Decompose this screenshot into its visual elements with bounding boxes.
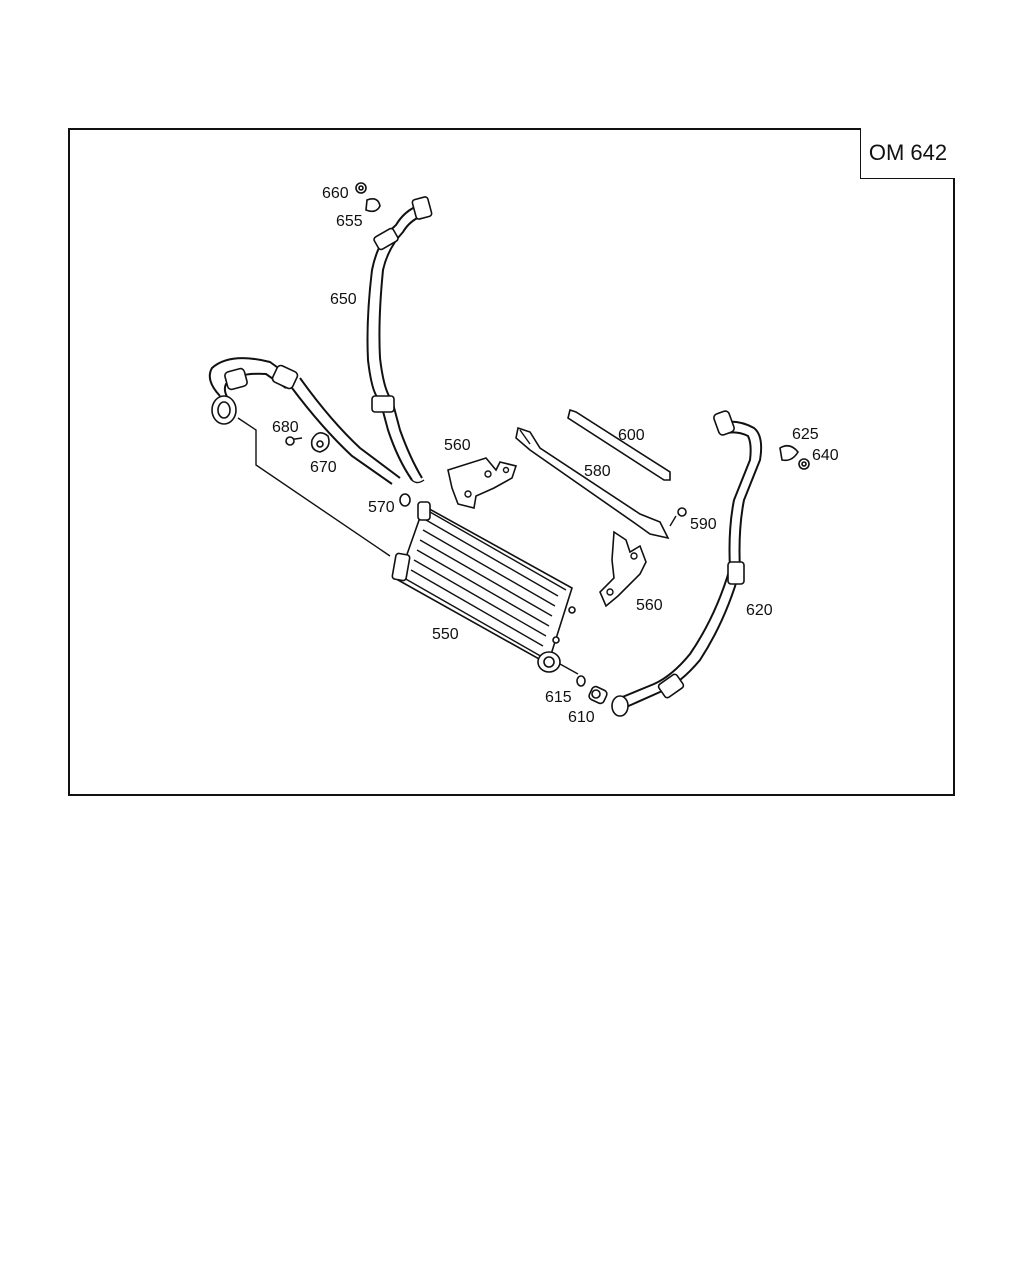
clamp-655 — [365, 198, 381, 213]
clamp-625 — [779, 444, 799, 462]
label-640: 640 — [812, 447, 839, 464]
label-560-upper: 560 — [444, 437, 471, 454]
label-570: 570 — [368, 499, 395, 516]
hose-left-elbow — [208, 357, 401, 485]
model-code-box: OM 642 — [860, 128, 955, 179]
label-660: 660 — [322, 185, 349, 202]
intercooler-550 — [391, 501, 576, 673]
leader-line-2 — [559, 663, 579, 675]
label-600: 600 — [618, 427, 645, 444]
fitting-610 — [588, 685, 608, 705]
label-550: 550 — [432, 626, 459, 643]
screw-590 — [669, 507, 687, 527]
bracket-580 — [515, 426, 670, 540]
label-620: 620 — [746, 602, 773, 619]
label-580: 580 — [584, 463, 611, 480]
bracket-560-lower — [599, 530, 647, 608]
bracket-560-upper — [447, 457, 518, 509]
label-615: 615 — [545, 689, 572, 706]
nut-640 — [798, 458, 810, 470]
label-590: 590 — [690, 516, 717, 533]
screw-680 — [285, 436, 303, 446]
label-670: 670 — [310, 459, 337, 476]
label-560-lower: 560 — [636, 597, 663, 614]
hose-620 — [611, 410, 763, 717]
label-610: 610 — [568, 709, 595, 726]
label-655: 655 — [336, 213, 363, 230]
nut-660 — [355, 182, 367, 194]
clamp-670 — [310, 432, 330, 453]
model-code: OM 642 — [868, 140, 948, 165]
oring-615 — [576, 675, 586, 687]
strap-600 — [567, 408, 671, 481]
label-625: 625 — [792, 426, 819, 443]
label-650: 650 — [330, 291, 357, 308]
hose-650 — [366, 196, 433, 484]
label-680: 680 — [272, 419, 299, 436]
washer-570 — [399, 493, 411, 507]
leader-line — [237, 417, 391, 557]
